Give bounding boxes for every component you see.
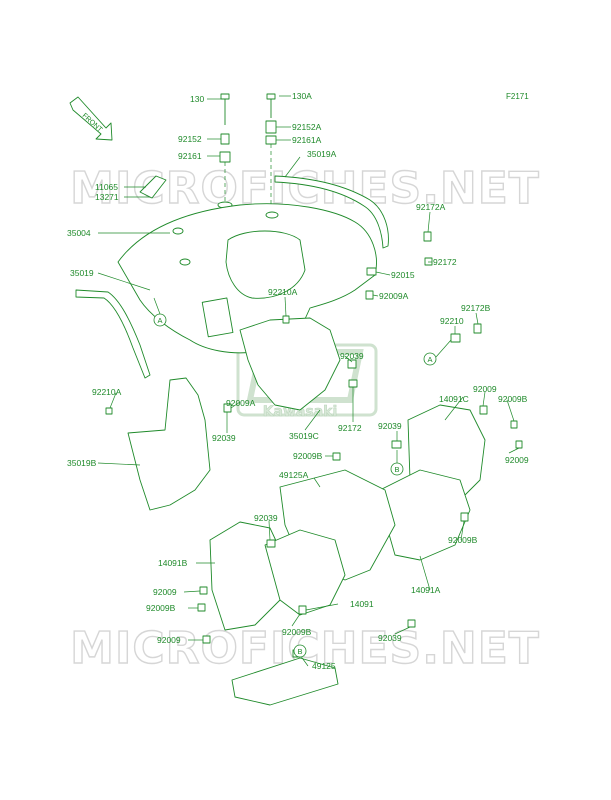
label-92039-e: 92039	[378, 633, 402, 643]
figure-number: F2171	[506, 92, 529, 101]
label-35019c: 35019C	[289, 431, 319, 441]
fender-vent	[201, 297, 234, 338]
label-92009b-d: 92009B	[146, 603, 176, 613]
label-35019b: 35019B	[67, 458, 97, 468]
leader-lines	[97, 95, 520, 667]
label-92009-d: 92009	[157, 635, 181, 645]
label-92039-a: 92039	[340, 351, 364, 361]
front-arrow-icon: FRONT	[69, 96, 113, 141]
label-92009b-b: 92009B	[293, 451, 323, 461]
label-13271: 13271	[95, 192, 119, 202]
label-130a: 130A	[292, 91, 312, 101]
ref-label-a-left: A	[157, 316, 162, 325]
ref-circle-b-bottom	[293, 644, 307, 658]
label-92210a-left: 92210A	[92, 387, 122, 397]
label-130: 130	[190, 94, 204, 104]
plate-49125	[231, 657, 339, 706]
label-92009a-top: 92009A	[379, 291, 409, 301]
fender-inner-well	[225, 230, 306, 299]
label-92039-d: 92039	[254, 513, 278, 523]
label-14091: 14091	[350, 599, 374, 609]
label-35019a: 35019A	[307, 149, 337, 159]
kawasaki-logo-watermark: Kawasaki	[236, 343, 378, 420]
label-92210a-top: 92210A	[268, 287, 298, 297]
label-49125: 49125	[312, 661, 336, 671]
reference-markers: A A B B	[153, 297, 452, 658]
fender-hole	[172, 227, 184, 235]
label-92039-b: 92039	[212, 433, 236, 443]
label-92161a: 92161A	[292, 135, 322, 145]
label-92152: 92152	[178, 134, 202, 144]
ref-label-a-right: A	[427, 355, 432, 364]
label-92172-mid: 92172	[338, 423, 362, 433]
label-35019: 35019	[70, 268, 94, 278]
ref-label-b-right: B	[394, 465, 399, 474]
flap-35019a	[274, 175, 389, 249]
logo-text: Kawasaki	[263, 404, 338, 420]
label-92009-b: 92009	[505, 455, 529, 465]
label-14091c: 14091C	[439, 394, 469, 404]
ref-circle-a-right	[423, 352, 437, 366]
inner-fender-14091	[264, 529, 346, 616]
label-14091b: 14091B	[158, 558, 188, 568]
label-49125a: 49125A	[279, 470, 309, 480]
label-92039-c: 92039	[378, 421, 402, 431]
label-11065: 11065	[95, 182, 118, 192]
label-92172b: 92172B	[461, 303, 491, 313]
label-92152a: 92152A	[292, 122, 322, 132]
inner-fender-14091a	[379, 469, 471, 561]
label-14091a: 14091A	[411, 585, 441, 595]
fender-hole	[179, 258, 191, 266]
fasteners	[105, 231, 523, 658]
label-92161: 92161	[178, 151, 202, 161]
label-92015: 92015	[391, 270, 415, 280]
label-92009-a: 92009	[473, 384, 497, 394]
part-labels: 130 130A 92152 92152A 92161 92161A 35019…	[67, 91, 529, 671]
cover-35019c	[239, 317, 341, 411]
label-92172a: 92172A	[416, 202, 446, 212]
ref-label-b-bottom: B	[297, 647, 302, 656]
cover-35019b	[127, 377, 211, 511]
fender-hole	[265, 211, 279, 219]
label-92009b-a: 92009B	[498, 394, 528, 404]
label-92172-top: 92172	[433, 257, 457, 267]
label-92009a-mid: 92009A	[226, 398, 256, 408]
label-92009b-e: 92009B	[282, 627, 312, 637]
label-92009b-c: 92009B	[448, 535, 478, 545]
flap-35019	[75, 289, 151, 379]
label-35004: 35004	[67, 228, 91, 238]
bracket-11065	[139, 175, 167, 199]
label-92210: 92210	[440, 316, 464, 326]
label-92009-c: 92009	[153, 587, 177, 597]
